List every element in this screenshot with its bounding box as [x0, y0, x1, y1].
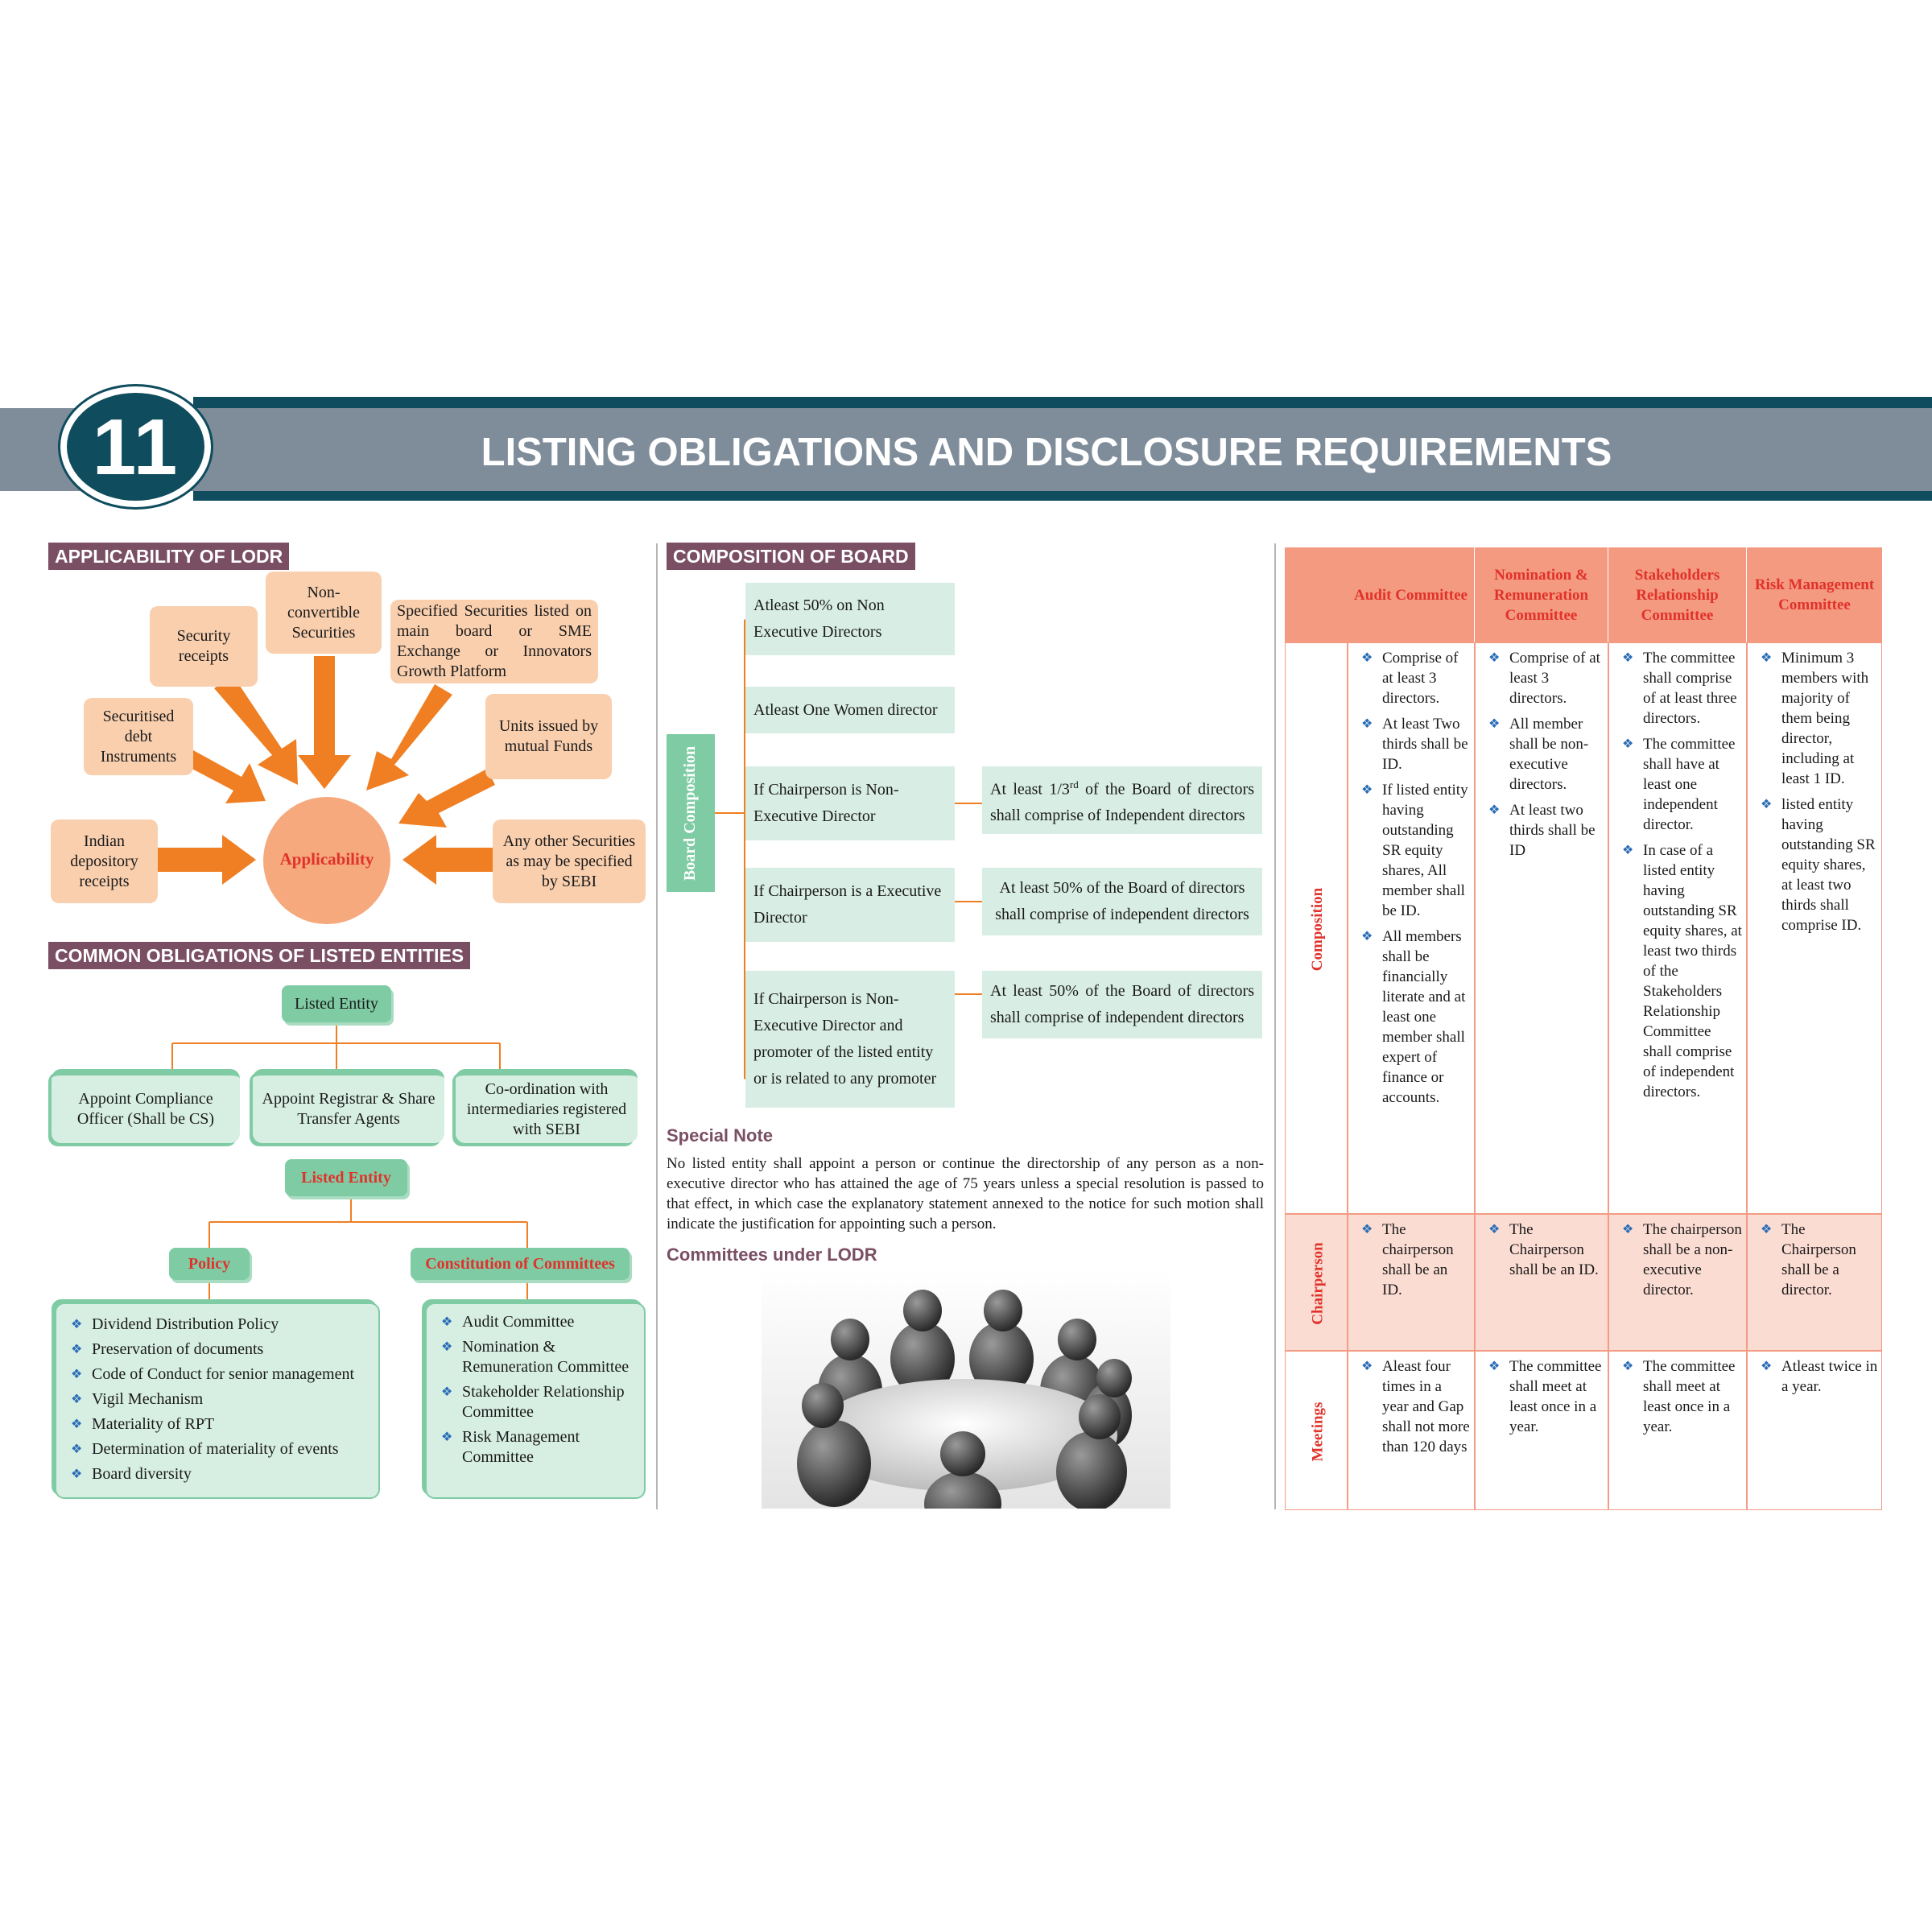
arrow-specified	[366, 684, 452, 791]
table-cell: ❖Comprise of at least 3 directors. ❖All …	[1475, 642, 1608, 1214]
common-obligations-title: COMMON OBLIGATIONS OF LISTED ENTITIES	[48, 942, 471, 969]
table-cell: ❖The committee shall comprise of at leas…	[1608, 642, 1747, 1214]
col-header-risk: Risk Management Committee	[1747, 547, 1882, 642]
table-cell: ❖The committee shall meet at least once …	[1475, 1351, 1608, 1510]
policy-list: ❖Dividend Distribution Policy ❖Preservat…	[55, 1302, 380, 1499]
board-composition-label: Board Composition	[681, 745, 700, 881]
board-box-chair-ed: If Chairperson is a Executive Director	[745, 868, 955, 942]
listed-entity-node: Listed Entity	[282, 985, 391, 1022]
board-box-women-director: Atleast One Women director	[745, 687, 955, 733]
table-cell: ❖The committee shall meet at least once …	[1608, 1351, 1747, 1510]
list-item: ❖Dividend Distribution Policy	[71, 1315, 279, 1333]
table-cell: ❖The chairperson shall be a non-executiv…	[1608, 1214, 1747, 1351]
table-cell: ❖The chairperson shall be an ID.	[1348, 1214, 1475, 1351]
arrow-non-convertible	[298, 656, 351, 789]
applicability-arrows	[158, 656, 495, 924]
box-units-mf: Units issued by mutual Funds	[485, 694, 612, 779]
committees-table: Audit Committee Nomination & Remuneratio…	[1283, 547, 1884, 1510]
list-item: ❖Materiality of RPT	[71, 1415, 215, 1433]
page-title: LISTING OBLIGATIONS AND DISCLOSURE REQUI…	[481, 431, 1612, 474]
column-divider	[656, 543, 658, 1509]
list-item: ❖Risk Management Committee	[441, 1428, 580, 1466]
obligations-connectors	[171, 1022, 528, 1301]
column-divider	[1274, 543, 1276, 1509]
box-securitised-debt: Securitised debt Instruments	[84, 698, 193, 775]
list-item: ❖Code of Conduct for senior management	[71, 1365, 355, 1383]
committees-node: Constitution of Committees	[411, 1248, 630, 1280]
list-item: ❖Determination of materiality of events	[71, 1440, 339, 1458]
policy-node: Policy	[169, 1248, 250, 1280]
listed-entity-node-2: Listed Entity	[285, 1159, 407, 1196]
list-item: ❖Vigil Mechanism	[71, 1390, 204, 1408]
applicability-title: APPLICABILITY OF LODR	[48, 543, 290, 570]
table-cell: ❖Aleast four times in a year and Gap sha…	[1348, 1351, 1475, 1510]
box-other-sebi: Any other Securities as may be specified…	[493, 819, 646, 903]
arrow-other-sebi	[402, 835, 493, 885]
special-note-title: Special Note	[667, 1125, 774, 1146]
row-header-meetings: Meetings	[1285, 1351, 1348, 1510]
list-item: ❖Audit Committee	[441, 1313, 575, 1331]
table-cell: ❖The Chairperson shall be a director.	[1747, 1214, 1882, 1351]
obligation-registrar: Appoint Registrar & Share Transfer Agent…	[253, 1069, 444, 1143]
box-non-convertible: Non-convertible Securities	[266, 572, 382, 654]
box-indian-depository: Indian depository receipts	[51, 819, 158, 903]
chapter-number: 11	[92, 402, 180, 491]
list-item: ❖Board diversity	[71, 1465, 192, 1483]
obligation-coordination: Co-ordination with intermediaries regist…	[456, 1069, 638, 1143]
applicability-center-circle	[263, 797, 390, 924]
list-item: ❖Stakeholder Relationship Committee	[441, 1383, 625, 1421]
arrow-units-mf	[398, 769, 495, 828]
committees-list: ❖Audit Committee ❖Nomination & Remunerat…	[425, 1302, 646, 1499]
table-cell: ❖Comprise of at least 3 directors. ❖At l…	[1348, 642, 1475, 1214]
box-security-receipts: Security receipts	[150, 606, 258, 687]
chapter-badge	[60, 386, 211, 507]
board-box-50-ned: Atleast 50% on Non Executive Directors	[745, 583, 955, 655]
arrow-securitised	[169, 742, 266, 803]
table-cell: ❖Atleast twice in a year.	[1747, 1351, 1882, 1510]
obligation-compliance-officer: Appoint Compliance Officer (Shall be CS)	[52, 1069, 240, 1143]
round-table-meeting-illustration	[762, 1270, 1170, 1509]
header-band	[0, 408, 1932, 491]
list-item: ❖Preservation of documents	[71, 1340, 264, 1358]
board-box-half-id-promoter: At least 50% of the Board of directors s…	[982, 971, 1262, 1038]
header-band-top	[193, 397, 1932, 408]
board-box-half-id-ed: At least 50% of the Board of directors s…	[982, 868, 1262, 935]
arrow-security-receipts	[214, 676, 298, 785]
special-note-text: No listed entity shall appoint a person …	[667, 1155, 1264, 1232]
arrow-indian-depository	[158, 835, 256, 885]
row-header-chairperson: Chairperson	[1285, 1214, 1348, 1351]
col-header-nomination: Nomination & Remuneration Committee	[1475, 547, 1608, 642]
col-header-stakeholders: Stakeholders Relationship Committee	[1608, 547, 1747, 642]
applicability-center-label: Applicability	[279, 849, 374, 869]
header-band-bottom	[193, 491, 1932, 501]
box-specified-securities: Specified Securities listed on main boar…	[390, 600, 598, 683]
row-header-composition: Composition	[1285, 642, 1348, 1214]
list-item: ❖Nomination & Remuneration Committee	[441, 1338, 630, 1376]
committees-heading: Committees under LODR	[667, 1245, 877, 1265]
board-box-chair-ned: If Chairperson is Non-Executive Director	[745, 766, 955, 840]
board-connectors	[715, 619, 982, 1080]
board-box-one-third-id: At least 1/3rd of the Board of directors…	[982, 766, 1262, 834]
col-header-audit: Audit Committee	[1348, 547, 1475, 642]
table-cell: ❖The Chairperson shall be an ID.	[1475, 1214, 1608, 1351]
board-composition-bar	[667, 734, 715, 892]
board-box-chair-promoter: If Chairperson is Non-Executive Director…	[745, 971, 955, 1108]
table-cell: ❖Minimum 3 members with majority of them…	[1747, 642, 1882, 1214]
board-title: COMPOSITION OF BOARD	[667, 543, 915, 570]
